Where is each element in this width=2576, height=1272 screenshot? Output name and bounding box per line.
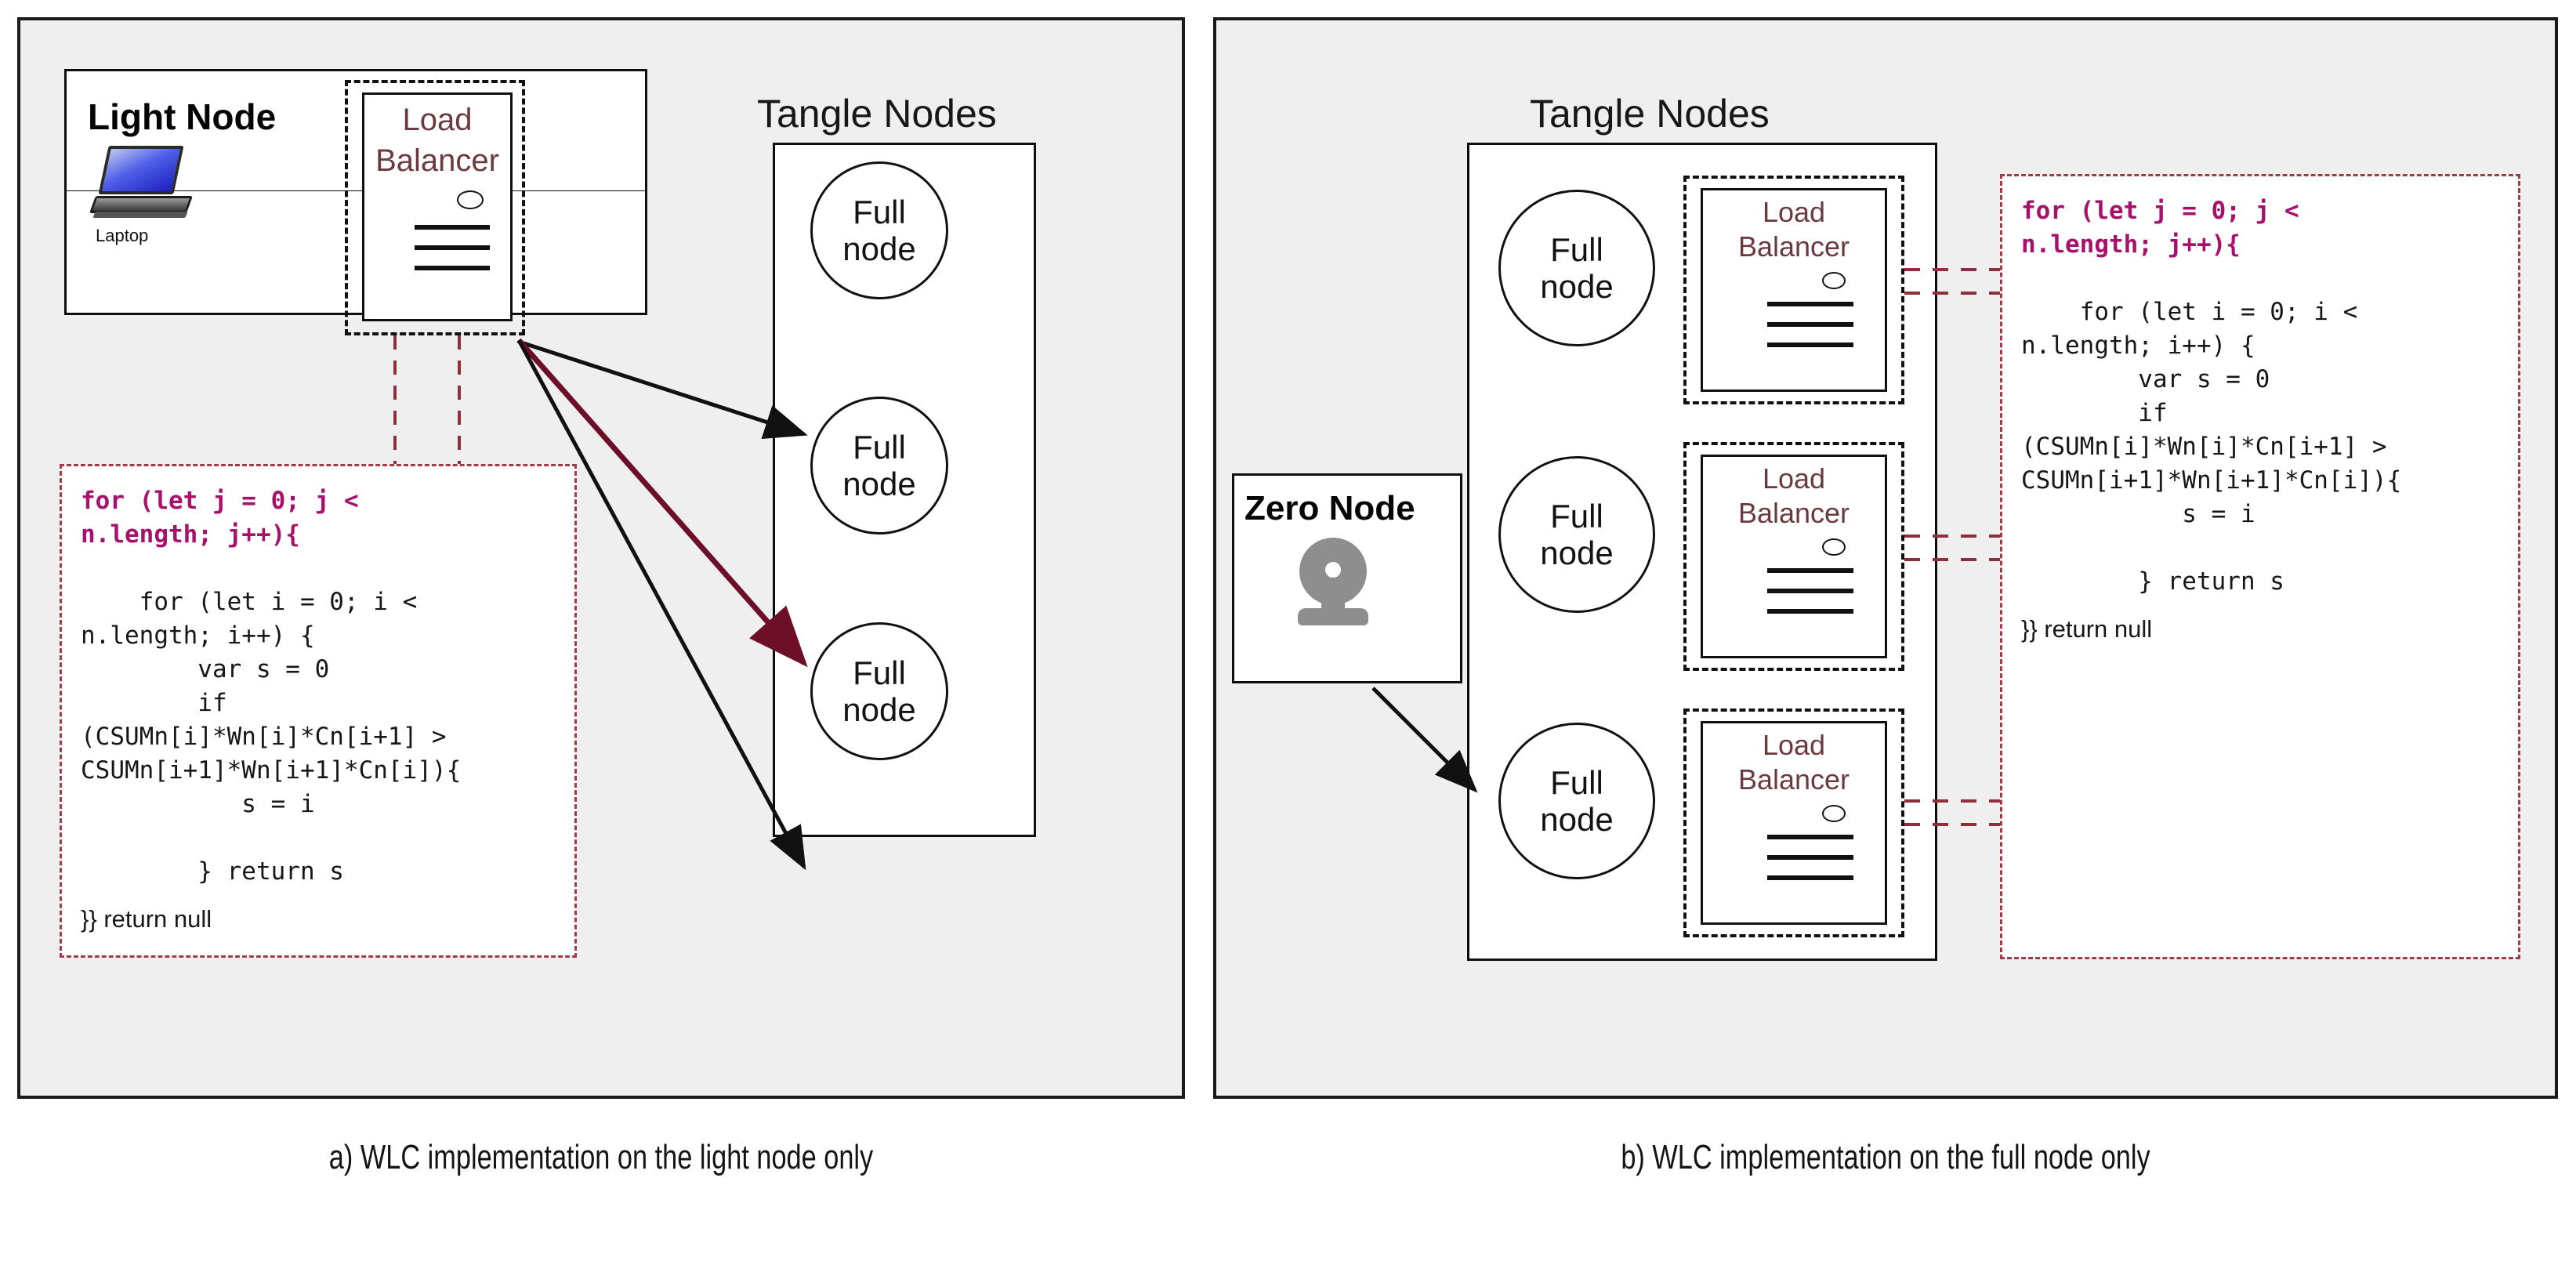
- code-block-b: for (let j = 0; j < n.length; j++){ for (…: [2000, 174, 2520, 959]
- code-line: n.length; j++){: [2021, 230, 2241, 259]
- code-line: for (let i = 0; i <: [2021, 298, 2358, 326]
- load-balancer-box: Load Balancer: [1701, 721, 1887, 925]
- full-node-line1: Full: [1550, 763, 1603, 801]
- load-balancer-line1: Load: [1762, 462, 1826, 495]
- load-balancer-line1: Load: [402, 103, 473, 137]
- load-balancer-line2: Balancer: [1737, 497, 1850, 529]
- tangle-nodes-title-b: Tangle Nodes: [1530, 92, 1770, 136]
- full-node-circle: Full node: [810, 397, 948, 535]
- webcam-icon: [1287, 538, 1379, 630]
- full-node-line2: node: [842, 691, 916, 728]
- load-balancer-dashed-frame: [1683, 708, 1904, 937]
- code-line: for (let i = 0; i <: [81, 588, 418, 616]
- load-balancer-box: Load Balancer: [1701, 188, 1887, 392]
- load-balancer-line2: Balancer: [1737, 763, 1850, 795]
- code-line: (CSUMn[i]*Wn[i]*Cn[i+1] >: [2021, 433, 2387, 461]
- code-line: CSUMn[i+1]*Wn[i+1]*Cn[i]){: [2021, 466, 2402, 495]
- full-node-line1: Full: [853, 654, 906, 691]
- code-line: n.length; i++) {: [2021, 332, 2255, 360]
- code-line: s = i: [81, 790, 315, 818]
- arrow-zero-to-tangle: [1371, 687, 1478, 793]
- code-line: n.length; i++) {: [81, 622, 315, 650]
- code-line: for (let j = 0; j <: [2021, 197, 2299, 225]
- full-node-circle: Full node: [810, 622, 948, 760]
- panel-b-full-node: Tangle Nodes Full node Full node Full no…: [1213, 17, 2558, 1099]
- full-node-circle: Full node: [1498, 456, 1655, 613]
- load-balancer-dashed-frame: [1683, 176, 1904, 404]
- arrow-to-full-node-1: [518, 339, 808, 439]
- full-node-line1: Full: [1550, 497, 1603, 535]
- load-balancer-line1: Load: [1762, 729, 1826, 761]
- laptop-label: Laptop: [96, 226, 149, 245]
- code-line: } return s: [81, 857, 344, 886]
- code-line: (CSUMn[i]*Wn[i]*Cn[i+1] >: [81, 723, 447, 751]
- full-node-circle: Full node: [1498, 190, 1655, 346]
- caption-panel-a: a) WLC implementation on the light node …: [328, 1138, 874, 1176]
- load-balancer-line1: Load: [1762, 196, 1826, 228]
- full-node-line1: Full: [853, 193, 906, 230]
- code-line: CSUMn[i+1]*Wn[i+1]*Cn[i]){: [81, 756, 462, 785]
- code-line: n.length; j++){: [81, 520, 300, 549]
- full-node-circle: Full node: [1498, 723, 1655, 879]
- code-tail-line: }} return null: [2021, 615, 2153, 643]
- load-balancer-box: Load Balancer: [1701, 455, 1887, 658]
- full-node-line2: node: [1540, 268, 1614, 305]
- load-balancer-dashed-frame: [1683, 442, 1904, 671]
- full-node-line1: Full: [853, 428, 906, 466]
- caption-panel-b: b) WLC implementation on the full node o…: [1621, 1138, 2150, 1176]
- code-block-a: for (let j = 0; j < n.length; j++){ for (…: [60, 464, 577, 958]
- code-line: if: [81, 689, 227, 717]
- full-node-line2: node: [1540, 535, 1614, 571]
- code-line: var s = 0: [81, 655, 330, 683]
- full-node-circle: Full node: [810, 161, 948, 299]
- load-balancer-dashed-frame: [345, 80, 525, 335]
- tangle-nodes-title-a: Tangle Nodes: [757, 92, 997, 136]
- light-node-title: Light Node: [88, 96, 277, 137]
- full-node-line2: node: [842, 466, 916, 502]
- load-balancer-line2: Balancer: [375, 143, 499, 178]
- code-line: s = i: [2021, 500, 2255, 528]
- code-line: for (let j = 0; j <: [81, 487, 359, 515]
- code-line: if: [2021, 399, 2168, 427]
- full-node-line2: node: [842, 230, 916, 267]
- panel-a-light-node: Light Node Laptop Load Balancer Tangle N…: [17, 17, 1185, 1099]
- code-tail-line: }} return null: [81, 905, 212, 933]
- code-line: var s = 0: [2021, 365, 2270, 393]
- laptop-icon: [89, 146, 194, 221]
- full-node-line2: node: [1540, 801, 1614, 838]
- load-balancer-box: Load Balancer: [362, 92, 513, 321]
- zero-node-title: Zero Node: [1245, 489, 1415, 527]
- load-balancer-line2: Balancer: [1737, 230, 1850, 263]
- code-line: } return s: [2021, 567, 2284, 596]
- full-node-line1: Full: [1550, 230, 1603, 268]
